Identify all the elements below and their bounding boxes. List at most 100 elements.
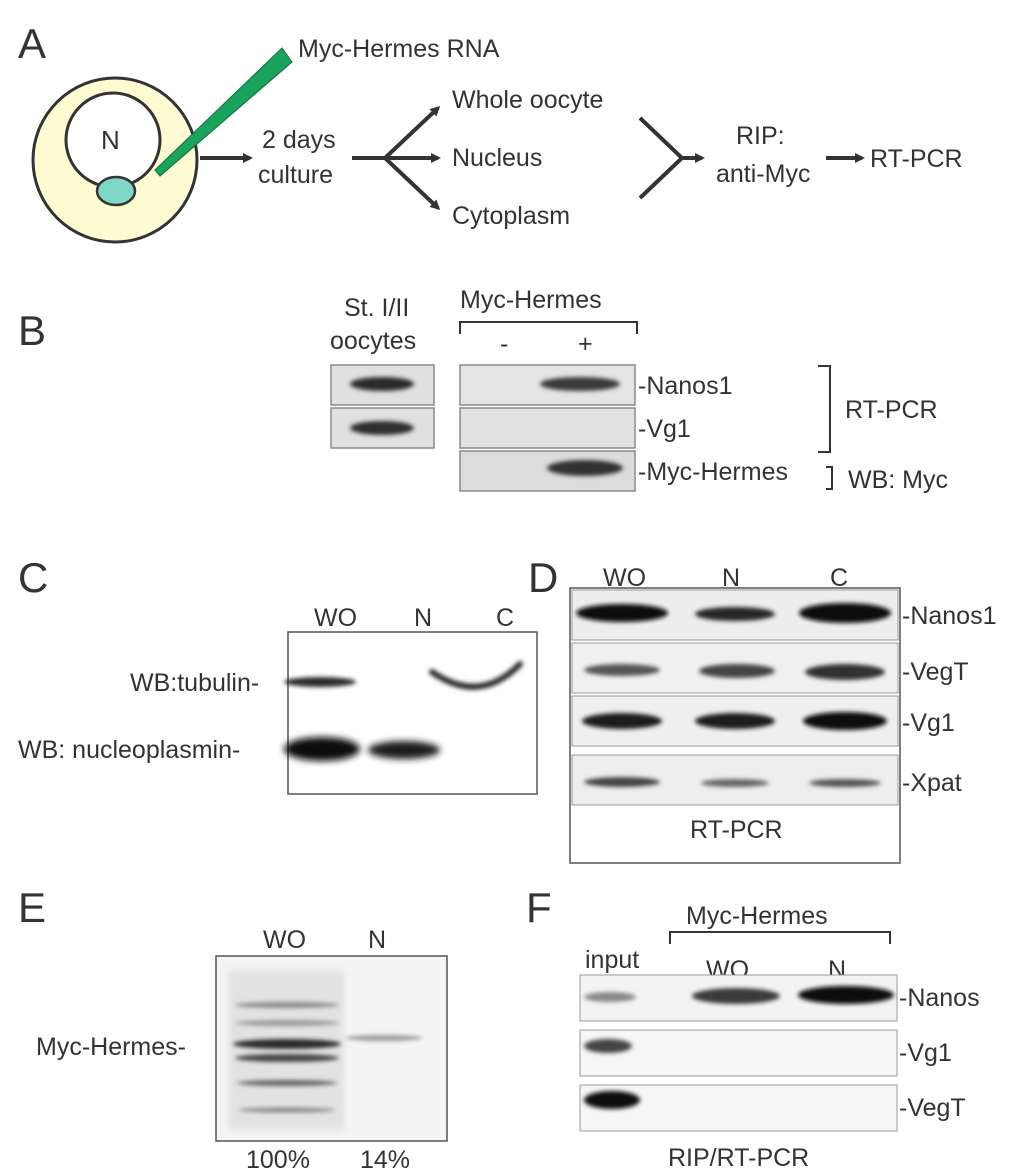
bracket-rtpcr bbox=[818, 365, 831, 453]
bracket-wb-label: WB: Myc bbox=[848, 466, 948, 494]
panel-letter-a: A bbox=[18, 20, 46, 67]
group-header: Myc-Hermes bbox=[460, 286, 602, 314]
percent-n: 14% bbox=[360, 1146, 410, 1173]
panel-b: B St. I/II oocytes Myc-Hermes - + -Nanos… bbox=[18, 286, 948, 494]
band bbox=[699, 664, 775, 678]
band bbox=[576, 604, 668, 622]
band bbox=[701, 779, 769, 787]
lane-minus: - bbox=[500, 330, 508, 358]
row-nanos1: -Nanos1 bbox=[902, 602, 997, 630]
nucleus-label: N bbox=[101, 125, 120, 155]
band bbox=[798, 986, 894, 1004]
blot-c bbox=[287, 631, 538, 795]
lane-c: C bbox=[496, 604, 514, 632]
fraction-whole-oocyte: Whole oocyte bbox=[452, 86, 603, 114]
row-nanos1: -Nanos1 bbox=[638, 372, 733, 400]
band bbox=[284, 737, 360, 761]
band bbox=[809, 779, 881, 787]
rip-label-line1: RIP: bbox=[736, 122, 785, 150]
row-myc-hermes: Myc-Hermes- bbox=[36, 1033, 186, 1061]
row-xpat: -Xpat bbox=[902, 769, 962, 797]
panel-d: D WO N C -Nanos1 -VegT -Vg1 -Xpat RT-PCR bbox=[528, 554, 997, 864]
fraction-cytoplasm: Cytoplasm bbox=[452, 202, 570, 230]
blot-d-frame bbox=[569, 587, 901, 864]
culture-label-line2: culture bbox=[258, 161, 333, 189]
panel-letter-e: E bbox=[18, 884, 46, 931]
row-nucleoplasmin: WB: nucleoplasmin- bbox=[18, 736, 240, 764]
band bbox=[803, 712, 887, 730]
band bbox=[233, 1039, 341, 1049]
group-header: Myc-Hermes bbox=[686, 902, 828, 930]
lane-c: C bbox=[830, 564, 848, 592]
row-vg1: -Vg1 bbox=[902, 709, 955, 737]
row-vg1: -Vg1 bbox=[899, 1039, 952, 1067]
arrow-to-whole-oocyte bbox=[383, 105, 441, 160]
panel-e: E WO N Myc-Hermes- 100% 14% bbox=[18, 884, 448, 1173]
lane-wo: WO bbox=[263, 926, 306, 954]
injection-needle-illustration bbox=[154, 47, 293, 177]
lane-n: N bbox=[414, 604, 432, 632]
lane-plus: + bbox=[578, 330, 593, 358]
band bbox=[237, 1080, 337, 1086]
lane-wo: WO bbox=[314, 604, 357, 632]
row-vegt: -VegT bbox=[902, 658, 969, 686]
gel-vegt bbox=[579, 1084, 898, 1132]
group-bracket bbox=[669, 931, 891, 944]
footer-label: RT-PCR bbox=[690, 816, 783, 844]
percent-wo: 100% bbox=[246, 1146, 310, 1173]
band bbox=[547, 460, 623, 476]
gel-vg1 bbox=[459, 407, 636, 449]
bracket-rtpcr-label: RT-PCR bbox=[845, 396, 938, 424]
injection-label: Myc-Hermes RNA bbox=[298, 35, 500, 63]
panel-c: C WO N C WB:tubulin- WB: nucleoplasmin- bbox=[18, 554, 538, 795]
band bbox=[284, 677, 356, 687]
arrow-to-cytoplasm bbox=[383, 156, 441, 211]
band bbox=[695, 607, 775, 621]
bracket-wb bbox=[826, 466, 833, 490]
band bbox=[582, 713, 662, 729]
band bbox=[805, 664, 885, 680]
band bbox=[584, 777, 660, 787]
culture-label-line1: 2 days bbox=[262, 126, 336, 154]
row-myc-hermes: -Myc-Hermes bbox=[638, 458, 788, 486]
readout-label: RT-PCR bbox=[870, 145, 963, 173]
germ-plasm-illustration bbox=[95, 175, 137, 207]
panel-letter-c: C bbox=[18, 554, 48, 601]
band bbox=[350, 377, 414, 391]
row-vg1: -Vg1 bbox=[638, 415, 691, 443]
band bbox=[540, 377, 620, 391]
gel-vg1 bbox=[579, 1029, 898, 1077]
control-header-line2: oocytes bbox=[330, 327, 416, 355]
band bbox=[350, 421, 414, 435]
lane-n: N bbox=[722, 564, 740, 592]
band bbox=[235, 1002, 339, 1008]
band bbox=[584, 1091, 640, 1109]
merge-chevron bbox=[638, 116, 685, 200]
band bbox=[235, 1054, 339, 1062]
fraction-nucleus: Nucleus bbox=[452, 144, 542, 172]
panel-letter-b: B bbox=[18, 307, 46, 354]
band bbox=[235, 1020, 339, 1026]
input-label: input bbox=[585, 946, 639, 974]
band bbox=[799, 603, 891, 623]
band bbox=[239, 1107, 335, 1113]
panel-letter-d: D bbox=[528, 554, 558, 601]
group-bracket bbox=[459, 321, 638, 334]
lane-n: N bbox=[368, 926, 386, 954]
panel-f: F Myc-Hermes input WO N -Nanos -Vg1 -Veg… bbox=[526, 884, 980, 1172]
panel-letter-f: F bbox=[526, 884, 552, 931]
panel-a: A N Myc-Hermes RNA 2 days culture Whole … bbox=[18, 20, 963, 244]
band bbox=[346, 1035, 422, 1041]
band bbox=[695, 713, 775, 729]
band bbox=[584, 664, 660, 676]
row-vegt: -VegT bbox=[899, 1094, 966, 1122]
band bbox=[584, 1039, 632, 1053]
row-nanos: -Nanos bbox=[899, 984, 980, 1012]
band bbox=[429, 661, 523, 690]
control-header-line1: St. I/II bbox=[344, 294, 409, 322]
rip-label-line2: anti-Myc bbox=[716, 160, 810, 188]
band bbox=[692, 988, 780, 1004]
band bbox=[368, 741, 440, 759]
band bbox=[584, 992, 636, 1002]
